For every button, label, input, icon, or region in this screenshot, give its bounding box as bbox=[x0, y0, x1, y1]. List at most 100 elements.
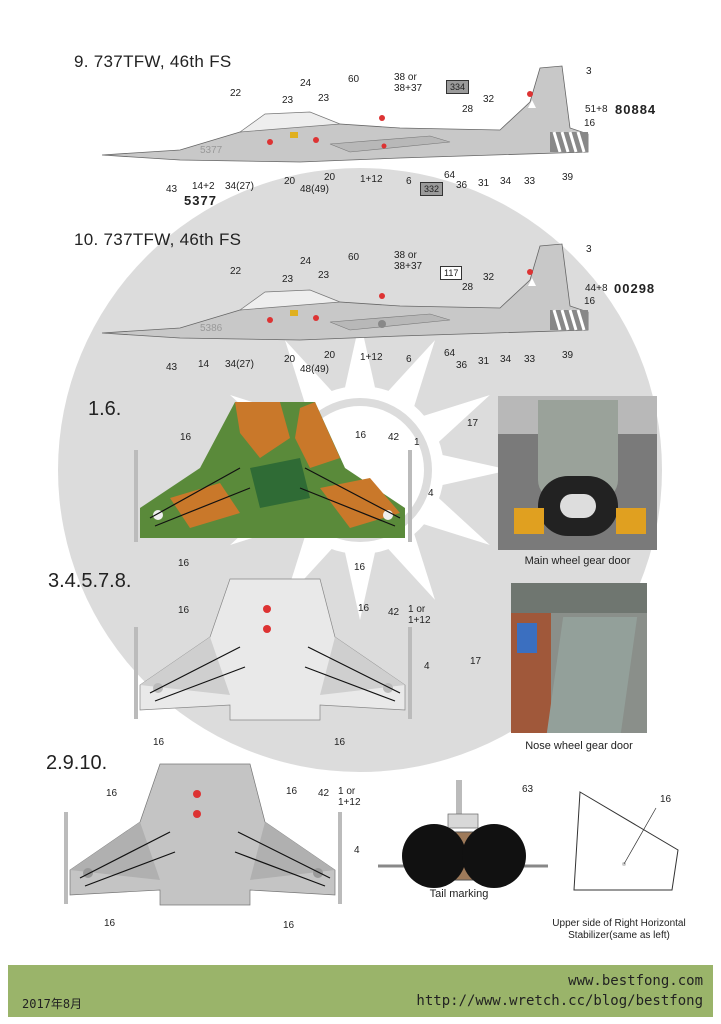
callout: 24 bbox=[300, 256, 312, 267]
top-view-dark-grey bbox=[64, 763, 342, 906]
aircraft-10-side-view: 5386 bbox=[101, 243, 589, 341]
nose-gear-door-photo bbox=[511, 583, 647, 733]
callout: 16 bbox=[178, 558, 190, 569]
callout: 48(49) bbox=[300, 364, 329, 375]
callout: 22 bbox=[230, 266, 242, 277]
section-title-9: 9. 737TFW, 46th FS bbox=[74, 52, 232, 71]
serial-box-117: 117 bbox=[440, 266, 463, 280]
callout: 1+12 bbox=[360, 174, 383, 185]
callout: 42 bbox=[388, 432, 400, 443]
callout: 42 bbox=[388, 607, 400, 618]
main-gear-label: 17 bbox=[467, 418, 479, 429]
callout: 16 bbox=[358, 603, 370, 614]
stabilizer-caption-line2: Stabilizer(same as left) bbox=[568, 930, 670, 941]
callout: 51+8 bbox=[585, 104, 608, 115]
callout: 39 bbox=[562, 350, 574, 361]
callout: 3 bbox=[586, 66, 592, 77]
callout: 42 bbox=[318, 788, 330, 799]
callout: 32 bbox=[483, 272, 495, 283]
callout: 4 bbox=[354, 845, 360, 856]
callout: 16 bbox=[286, 786, 298, 797]
callout: 44+8 bbox=[585, 283, 608, 294]
callout: 23 bbox=[318, 93, 330, 104]
footer-bar: 2017年8月 www.bestfong.com http://www.wret… bbox=[8, 965, 713, 1017]
callout: 23 bbox=[282, 274, 294, 285]
callout: 16 bbox=[180, 432, 192, 443]
footer-url-primary[interactable]: www.bestfong.com bbox=[568, 973, 703, 989]
callout: 31 bbox=[478, 356, 490, 367]
callout: 28 bbox=[462, 104, 474, 115]
tail-serial: 80884 bbox=[615, 102, 657, 117]
callout: 33 bbox=[524, 176, 536, 187]
callout: 6 bbox=[406, 176, 412, 187]
callout: 28 bbox=[462, 282, 474, 293]
callout: 34 bbox=[500, 176, 512, 187]
tail-marking-diagram bbox=[378, 780, 548, 888]
callout: 14 bbox=[198, 359, 210, 370]
nose-gear-caption: Nose wheel gear door bbox=[525, 740, 633, 752]
callout: 14+2 bbox=[192, 181, 215, 192]
section-title-2910: 2.9.10. bbox=[46, 752, 108, 774]
callout: 16 bbox=[584, 118, 596, 129]
top-view-light-grey bbox=[134, 578, 412, 721]
footer-url-blog[interactable]: http://www.wretch.cc/blog/bestfong bbox=[416, 993, 703, 1009]
callout: 34 bbox=[500, 354, 512, 365]
callout: 64 bbox=[444, 170, 456, 181]
callout: 1+12 bbox=[360, 352, 383, 363]
tail-caption: Tail marking bbox=[429, 888, 489, 900]
callout: 34(27) bbox=[225, 359, 254, 370]
stabilizer-outline bbox=[573, 791, 679, 891]
footer-date: 2017年8月 bbox=[22, 997, 83, 1011]
stabilizer-caption-line1: Upper side of Right Horizontal bbox=[552, 918, 686, 929]
main-gear-door-photo bbox=[498, 396, 657, 550]
callout: 20 bbox=[324, 172, 336, 183]
callout: 20 bbox=[324, 350, 336, 361]
callout: 48(49) bbox=[300, 184, 329, 195]
callout: 20 bbox=[284, 176, 296, 187]
nose-serial-on-plane: 5377 bbox=[200, 145, 223, 156]
callout: 1 bbox=[414, 437, 420, 448]
callout: 16 bbox=[104, 918, 116, 929]
callout: 34(27) bbox=[225, 181, 254, 192]
callout: 36 bbox=[456, 360, 468, 371]
callout: 16 bbox=[355, 430, 367, 441]
callout: 16 bbox=[178, 605, 190, 616]
callout: 38 or 38+37 bbox=[394, 250, 423, 272]
stabilizer-label: 16 bbox=[660, 794, 672, 805]
callout: 16 bbox=[153, 737, 165, 748]
callout: 23 bbox=[318, 270, 330, 281]
serial-box-334: 334 bbox=[446, 80, 470, 94]
callout: 4 bbox=[428, 488, 434, 499]
callout: 39 bbox=[562, 172, 574, 183]
section-title-34578: 3.4.5.7.8. bbox=[48, 570, 132, 592]
callout: 16 bbox=[584, 296, 596, 307]
callout: 4 bbox=[424, 661, 430, 672]
callout: 16 bbox=[106, 788, 118, 799]
nose-serial: 5377 bbox=[184, 193, 217, 208]
callout: 23 bbox=[282, 95, 294, 106]
callout: 32 bbox=[483, 94, 495, 105]
callout: 1 or 1+12 bbox=[338, 786, 361, 808]
callout: 60 bbox=[348, 74, 360, 85]
aircraft-9-side-view: 5377 bbox=[101, 65, 589, 163]
callout: 16 bbox=[334, 737, 346, 748]
callout: 33 bbox=[524, 354, 536, 365]
callout: 43 bbox=[166, 184, 178, 195]
callout: 20 bbox=[284, 354, 296, 365]
callout: 16 bbox=[283, 920, 295, 931]
tail-serial: 00298 bbox=[614, 281, 656, 296]
section-title-10: 10. 737TFW, 46th FS bbox=[74, 230, 242, 249]
callout: 16 bbox=[354, 562, 366, 573]
svg-text:5386: 5386 bbox=[200, 323, 223, 334]
callout: 24 bbox=[300, 78, 312, 89]
callout: 36 bbox=[456, 180, 468, 191]
callout: 1 or 1+12 bbox=[408, 604, 431, 626]
callout: 43 bbox=[166, 362, 178, 373]
stabilizer-caption: Upper side of Right Horizontal Stabilize… bbox=[530, 918, 708, 942]
top-view-camo bbox=[134, 402, 412, 542]
callout: 6 bbox=[406, 354, 412, 365]
main-gear-caption: Main wheel gear door bbox=[524, 555, 631, 567]
section-title-16: 1.6. bbox=[88, 398, 122, 420]
callout: 64 bbox=[444, 348, 456, 359]
callout: 31 bbox=[478, 178, 490, 189]
